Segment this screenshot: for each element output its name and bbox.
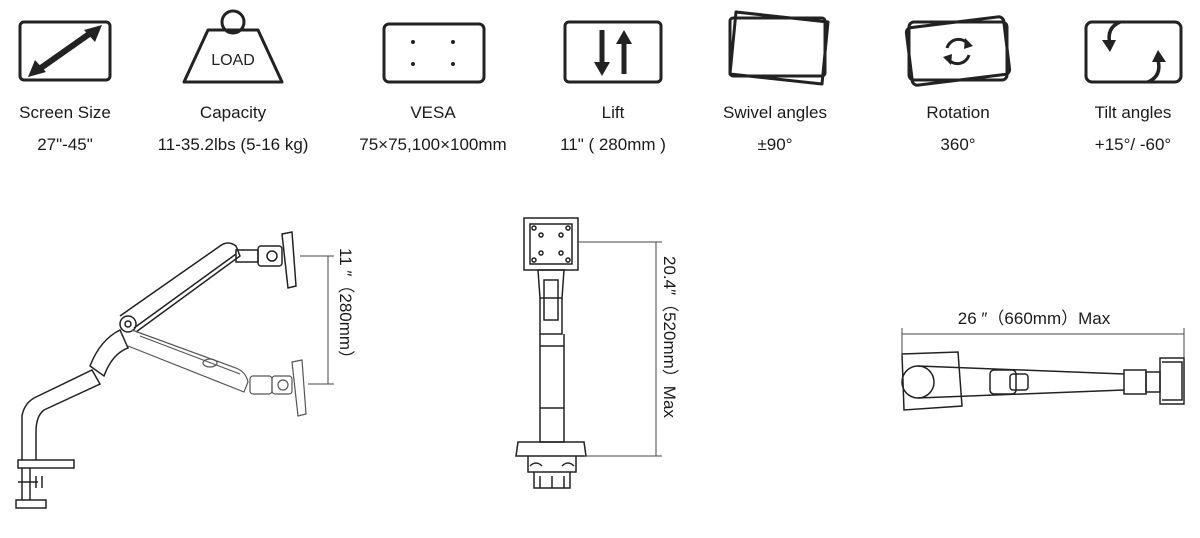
swivel-icon	[728, 10, 830, 86]
side-view-drawing	[15, 231, 307, 509]
diagonal-arrow-icon	[18, 20, 112, 82]
spec-value: 27"-45"	[37, 135, 93, 154]
spec-label: Lift	[601, 103, 625, 122]
lift-dimension-label: 11 ″（280mm）	[336, 248, 355, 367]
up-down-arrows-icon	[563, 20, 663, 84]
spec-vesa: VESA 75×75,100×100mm	[348, 0, 518, 170]
spec-value: 75×75,100×100mm	[359, 135, 507, 154]
front-view-drawing	[515, 217, 587, 489]
reach-dimension	[901, 328, 1185, 358]
weight-icon-text: LOAD	[211, 52, 255, 69]
spec-screen-size: Screen Size 27"-45"	[0, 0, 150, 170]
spec-value: 11-35.2lbs (5-16 kg)	[157, 135, 309, 154]
spec-value: 360°	[940, 135, 976, 154]
spec-value: 11" ( 280mm )	[560, 135, 666, 154]
lift-dimension	[300, 255, 334, 385]
vesa-plate-icon	[382, 22, 486, 84]
spec-tilt: Tilt angles +15°/ -60°	[1048, 0, 1200, 170]
spec-lift: Lift 11" ( 280mm )	[528, 0, 698, 170]
spec-label: Screen Size	[19, 103, 111, 122]
reach-dimension-label: 26 ″（660mm）Max	[958, 309, 1111, 328]
spec-label: Swivel angles	[723, 103, 827, 122]
tilt-icon	[1084, 20, 1183, 84]
spec-rotation: Rotation 360°	[873, 0, 1043, 170]
height-dimension	[578, 241, 662, 457]
height-dimension-label: 20.4″（520mm）Max	[660, 256, 679, 418]
spec-row: Screen Size 27"-45" LOAD Capacity 11-35.…	[0, 0, 1200, 170]
technical-drawings: 11 ″（280mm） 20.4″（520mm）Max	[15, 217, 1185, 509]
spec-value: +15°/ -60°	[1094, 135, 1172, 154]
spec-capacity: LOAD Capacity 11-35.2lbs (5-16 kg)	[148, 0, 318, 170]
spec-label: Capacity	[199, 103, 267, 122]
spec-swivel: Swivel angles ±90°	[690, 0, 860, 170]
spec-label: VESA	[410, 103, 456, 122]
weight-icon: LOAD	[182, 9, 284, 84]
spec-label: Tilt angles	[1094, 103, 1172, 122]
spec-label: Rotation	[926, 103, 990, 122]
spec-value: ±90°	[757, 135, 793, 154]
rotation-icon	[904, 15, 1012, 87]
top-view-drawing	[901, 351, 1185, 411]
